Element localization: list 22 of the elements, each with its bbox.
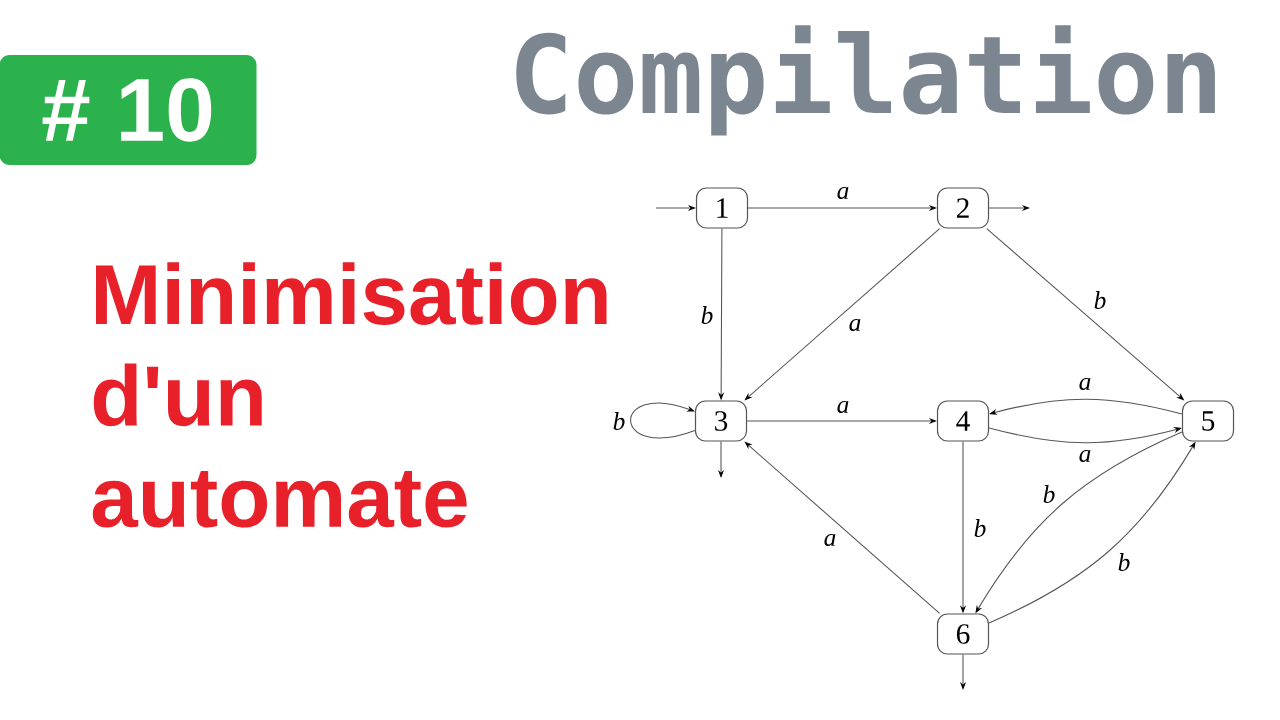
edge-label: a xyxy=(1077,376,1093,392)
edge-label: a xyxy=(1077,448,1093,464)
state-box: 5 xyxy=(1181,400,1235,442)
edge-label: a xyxy=(835,185,851,201)
number-badge: # 10 xyxy=(0,55,257,165)
state-box: 2 xyxy=(936,187,990,229)
title: Compilation xyxy=(516,25,1215,136)
state-box: 3 xyxy=(694,400,748,442)
edge-label: b xyxy=(972,517,988,539)
subtitle: Minimisation d'un automate xyxy=(92,262,607,528)
edge-label: b xyxy=(611,410,627,432)
edge-label: b xyxy=(1041,483,1057,505)
edge-label: b xyxy=(699,304,715,326)
state-box: 1 xyxy=(695,187,749,229)
edge-label: a xyxy=(822,532,838,548)
edge-label: b xyxy=(1116,551,1132,573)
state-box: 4 xyxy=(936,400,990,442)
edge-label: a xyxy=(835,399,851,415)
loop-arrow xyxy=(630,402,696,439)
state-box: 6 xyxy=(936,613,990,655)
edge-label: a xyxy=(847,317,863,333)
edge-label: b xyxy=(1092,289,1108,311)
